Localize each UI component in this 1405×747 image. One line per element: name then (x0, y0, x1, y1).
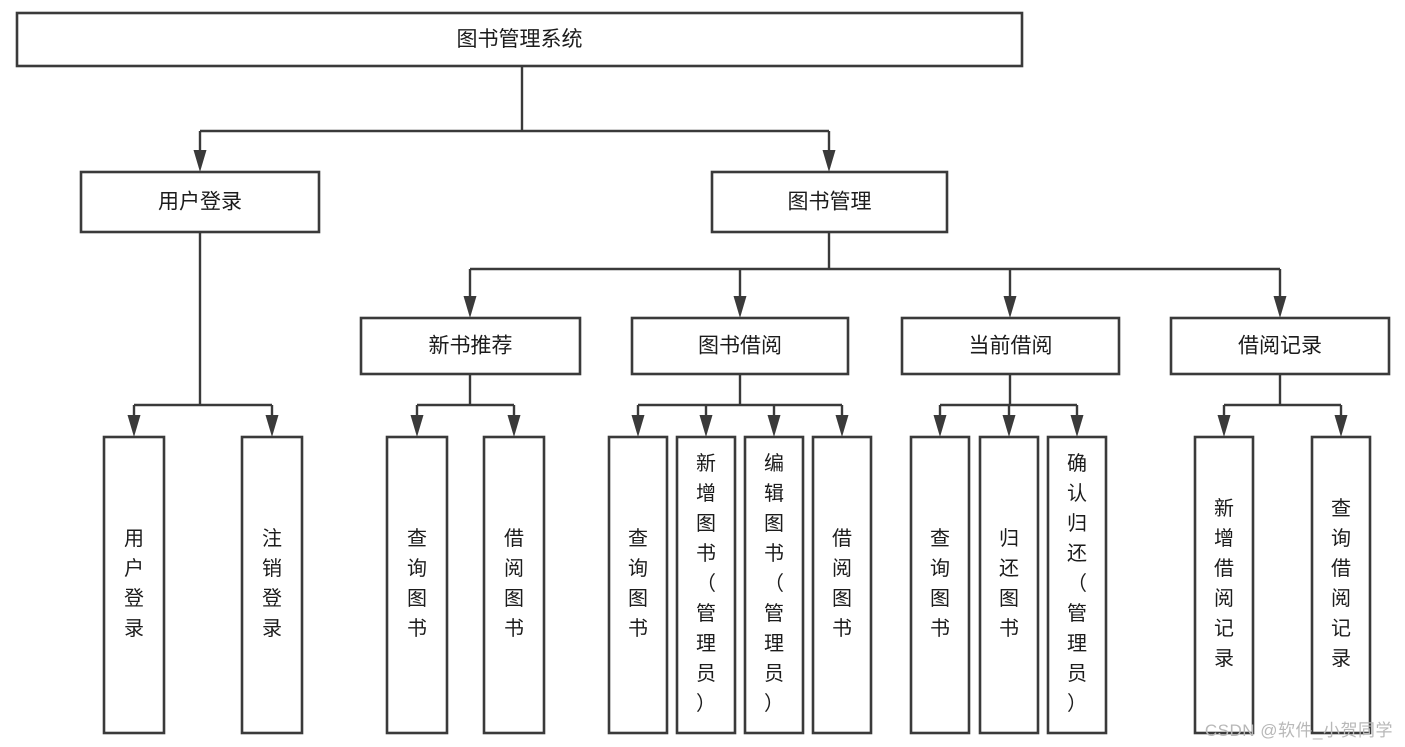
node-book-borrow-box[interactable] (630, 316, 850, 376)
node-leaf-return-book[interactable]: 归还图书 (978, 435, 1040, 735)
node-current-borrow-label: 当前借阅 (969, 335, 1053, 358)
arrow-head-icon (835, 415, 849, 437)
arrow-head-icon (1070, 415, 1084, 437)
arrow-head-icon (127, 415, 141, 437)
arrow-head-icon (193, 150, 207, 172)
node-leaf-query-book-2-label: 查询图书 (628, 527, 648, 640)
node-leaf-query-book-3-box[interactable] (909, 435, 971, 735)
node-leaf-edit-book-label: 编辑图书（管理员） (764, 452, 784, 715)
node-root-system-box[interactable] (15, 11, 1024, 68)
arrow-head-icon (699, 415, 713, 437)
arrow-head-icon (733, 296, 747, 318)
node-leaf-edit-book[interactable]: 编辑图书（管理员） (743, 435, 805, 735)
arrow-head-icon (1003, 296, 1017, 318)
node-leaf-user-logout[interactable]: 注销登录 (240, 435, 304, 735)
node-leaf-user-logout-box[interactable] (240, 435, 304, 735)
arrow-head-icon (507, 415, 521, 437)
node-leaf-query-record-box[interactable] (1310, 435, 1372, 735)
node-leaf-borrow-book-1-box[interactable] (482, 435, 546, 735)
arrow-head-icon (1002, 415, 1016, 437)
node-current-borrow-box[interactable] (900, 316, 1121, 376)
node-leaf-borrow-book-2-box[interactable] (811, 435, 873, 735)
node-leaf-query-record[interactable]: 查询借阅记录 (1310, 435, 1372, 735)
node-leaf-query-book-1[interactable]: 查询图书 (385, 435, 449, 735)
node-leaf-add-record[interactable]: 新增借阅记录 (1193, 435, 1255, 735)
node-book-manage-label: 图书管理 (788, 191, 872, 214)
node-new-book-recommend[interactable]: 新书推荐 (359, 316, 582, 376)
node-leaf-query-book-2-box[interactable] (607, 435, 669, 735)
node-leaf-user-logout-label: 注销登录 (262, 527, 282, 640)
node-current-borrow[interactable]: 当前借阅 (900, 316, 1121, 376)
node-leaf-borrow-book-1-label: 借阅图书 (504, 527, 524, 640)
node-new-book-recommend-box[interactable] (359, 316, 582, 376)
node-layer: 图书管理系统用户登录图书管理新书推荐图书借阅当前借阅借阅记录用户登录注销登录查询… (15, 11, 1391, 735)
node-root-system-label: 图书管理系统 (457, 28, 583, 51)
arrow-head-icon (631, 415, 645, 437)
arrow-head-icon (463, 296, 477, 318)
node-root-system[interactable]: 图书管理系统 (15, 11, 1024, 68)
node-leaf-confirm-return-label: 确认归还（管理员） (1067, 452, 1087, 715)
node-leaf-query-book-3[interactable]: 查询图书 (909, 435, 971, 735)
node-user-login-box[interactable] (79, 170, 321, 234)
arrow-head-icon (767, 415, 781, 437)
node-leaf-borrow-book-2-label: 借阅图书 (832, 527, 852, 640)
watermark-text: CSDN @软件_小贺同学 (1204, 721, 1393, 740)
arrow-head-icon (1334, 415, 1348, 437)
node-leaf-confirm-return-box[interactable] (1046, 435, 1108, 735)
node-borrow-record-label: 借阅记录 (1238, 335, 1322, 358)
node-leaf-user-login-box[interactable] (102, 435, 166, 735)
node-book-manage-box[interactable] (710, 170, 949, 234)
node-leaf-query-book-1-box[interactable] (385, 435, 449, 735)
arrow-head-icon (410, 415, 424, 437)
node-leaf-query-book-3-label: 查询图书 (930, 527, 950, 640)
node-leaf-add-book-label: 新增图书（管理员） (696, 452, 716, 715)
node-leaf-user-login-label: 用户登录 (124, 528, 144, 640)
node-borrow-record-box[interactable] (1169, 316, 1391, 376)
node-leaf-query-book-1-label: 查询图书 (407, 527, 427, 640)
node-leaf-user-login[interactable]: 用户登录 (102, 435, 166, 735)
node-book-manage[interactable]: 图书管理 (710, 170, 949, 234)
node-leaf-query-record-label: 查询借阅记录 (1331, 497, 1351, 670)
connector-layer (127, 66, 1348, 437)
node-leaf-borrow-book-2[interactable]: 借阅图书 (811, 435, 873, 735)
arrow-head-icon (933, 415, 947, 437)
arrow-head-icon (822, 150, 836, 172)
node-leaf-add-book[interactable]: 新增图书（管理员） (675, 435, 737, 735)
node-book-borrow[interactable]: 图书借阅 (630, 316, 850, 376)
node-leaf-edit-book-box[interactable] (743, 435, 805, 735)
node-leaf-return-book-box[interactable] (978, 435, 1040, 735)
node-leaf-confirm-return[interactable]: 确认归还（管理员） (1046, 435, 1108, 735)
node-leaf-add-record-label: 新增借阅记录 (1214, 497, 1234, 670)
arrow-head-icon (265, 415, 279, 437)
arrow-head-icon (1217, 415, 1231, 437)
node-leaf-add-book-box[interactable] (675, 435, 737, 735)
node-user-login-label: 用户登录 (158, 191, 242, 214)
node-leaf-query-book-2[interactable]: 查询图书 (607, 435, 669, 735)
node-leaf-return-book-label: 归还图书 (999, 527, 1019, 640)
node-user-login[interactable]: 用户登录 (79, 170, 321, 234)
node-leaf-add-record-box[interactable] (1193, 435, 1255, 735)
node-new-book-recommend-label: 新书推荐 (429, 335, 513, 358)
node-book-borrow-label: 图书借阅 (698, 335, 782, 358)
arrow-head-icon (1273, 296, 1287, 318)
node-leaf-borrow-book-1[interactable]: 借阅图书 (482, 435, 546, 735)
node-borrow-record[interactable]: 借阅记录 (1169, 316, 1391, 376)
